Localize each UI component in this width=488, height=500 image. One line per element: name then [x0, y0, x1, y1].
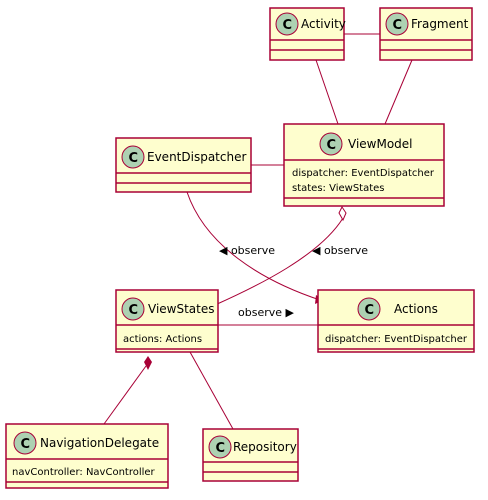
class-name: Fragment	[411, 17, 469, 31]
class-badge-icon	[121, 145, 145, 169]
class-badge-letter: C	[365, 303, 375, 318]
class-badge-icon	[13, 431, 37, 455]
class-name: EventDispatcher	[147, 150, 246, 164]
class-name: Repository	[233, 440, 297, 454]
class-badge-letter: C	[327, 138, 337, 153]
class-attribute: actions: Actions	[123, 334, 202, 345]
class-activity[interactable]: C Activity	[269, 7, 346, 61]
class-repository[interactable]: C Repository	[202, 428, 299, 482]
class-badge-icon	[208, 435, 232, 459]
label-observe-viewmodel: ◀ observe	[312, 244, 368, 257]
composition-diamond-viewstates	[144, 356, 152, 370]
class-name: ViewModel	[348, 137, 413, 151]
edge-viewstates-repository	[189, 351, 234, 430]
class-badge-icon	[357, 297, 381, 321]
edge-eventdispatcher-actions	[186, 191, 321, 301]
class-badge-letter: C	[216, 441, 226, 456]
class-badge-icon	[121, 297, 145, 321]
edge-fragment-viewmodel	[384, 59, 413, 125]
edges	[103, 30, 413, 430]
class-badge-letter: C	[129, 303, 139, 318]
class-eventdispatcher[interactable]: C EventDispatcher	[115, 137, 252, 193]
class-name: Actions	[394, 302, 438, 316]
class-badge-letter: C	[129, 151, 139, 166]
class-name: NavigationDelegate	[40, 436, 159, 450]
class-viewstates[interactable]: C ViewStates actions: Actions	[115, 289, 219, 353]
class-attribute: dispatcher: EventDispatcher	[325, 334, 468, 345]
class-name: ViewStates	[148, 302, 215, 316]
class-badge-icon	[319, 132, 343, 156]
class-name: Activity	[301, 17, 346, 31]
edge-viewmodel-viewstates	[214, 217, 344, 306]
class-attribute: states: ViewStates	[292, 183, 385, 194]
class-navigationdelegate[interactable]: C NavigationDelegate navController: NavC…	[5, 423, 169, 489]
aggregation-diamond-viewmodel	[338, 206, 347, 222]
edge-activity-viewmodel	[315, 59, 339, 125]
class-badge-icon	[385, 12, 409, 36]
class-fragment[interactable]: C Fragment	[379, 7, 473, 61]
label-observe-actions: observe ▶	[238, 306, 295, 319]
class-badge-icon	[275, 12, 299, 36]
label-observe-eventdispatcher: ◀ observe	[219, 244, 275, 257]
class-badge-letter: C	[21, 437, 31, 452]
class-badge-letter: C	[283, 18, 293, 33]
class-actions[interactable]: C Actions dispatcher: EventDispatcher	[317, 289, 475, 353]
class-viewmodel[interactable]: C ViewModel dispatcher: EventDispatcher …	[283, 123, 445, 207]
edge-viewstates-navigationdelegate	[103, 365, 147, 425]
class-attribute: navController: NavController	[12, 467, 156, 478]
class-badge-letter: C	[393, 18, 403, 33]
class-attribute: dispatcher: EventDispatcher	[292, 168, 435, 179]
